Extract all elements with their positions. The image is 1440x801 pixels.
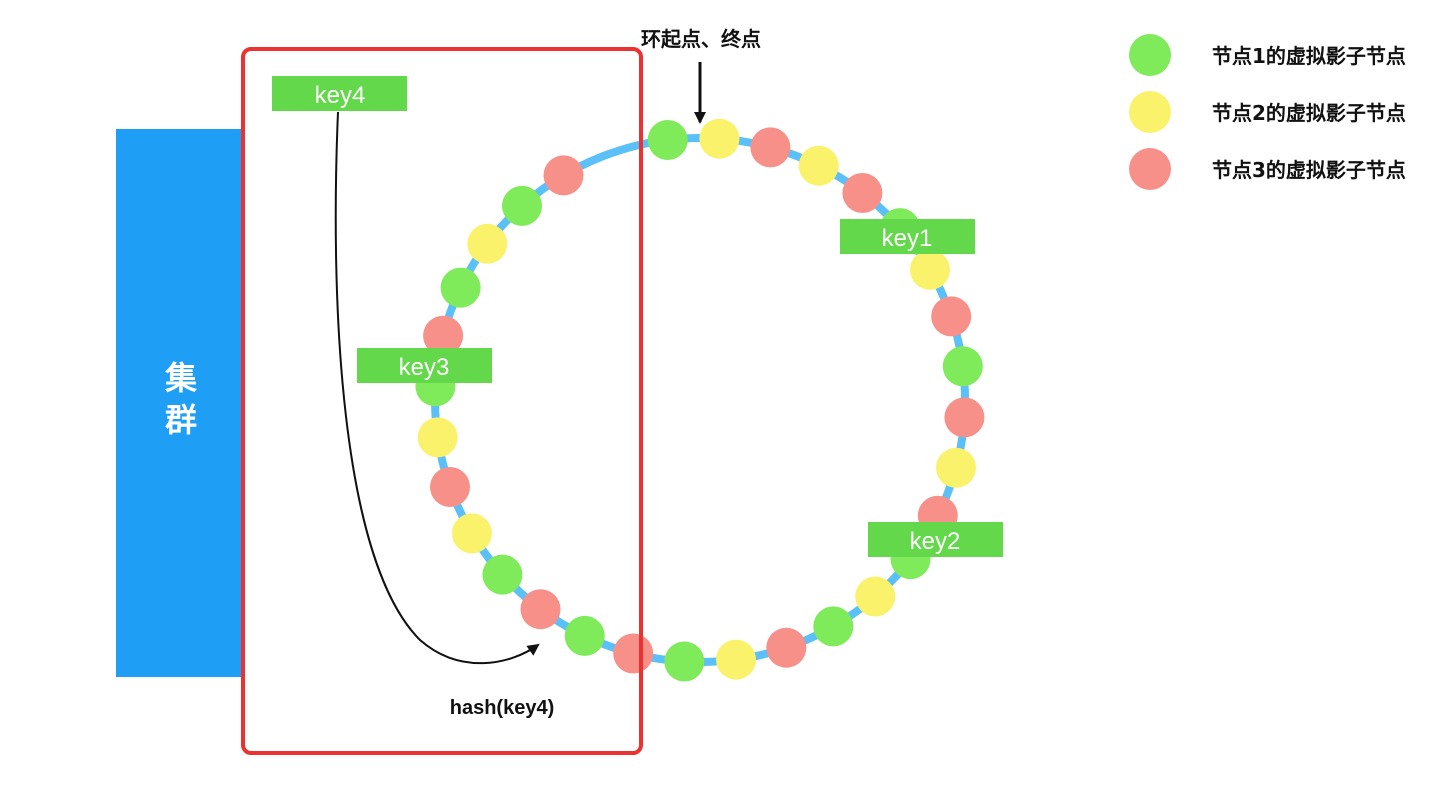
virtual-node-3-15 — [766, 627, 807, 668]
virtual-node-3-4 — [842, 173, 883, 213]
virtual-node-2-6 — [910, 249, 950, 290]
key-label-key1: key1 — [840, 219, 975, 254]
key-label-key4: key4 — [272, 76, 407, 111]
virtual-node-1-14 — [813, 606, 854, 647]
virtual-node-1-21 — [482, 554, 523, 595]
virtual-node-2-13 — [855, 576, 896, 617]
virtual-node-3-20 — [520, 589, 561, 630]
virtual-node-3-7 — [931, 296, 972, 337]
hash-label: hash(key4) — [450, 697, 555, 719]
legend-label-node3: 节点3的虚拟影子节点 — [1212, 158, 1406, 182]
virtual-node-2-24 — [417, 417, 458, 458]
cluster-bar — [116, 129, 242, 677]
virtual-node-1-0 — [647, 120, 688, 160]
legend-swatch-node2 — [1129, 91, 1171, 133]
svg-text:key4: key4 — [315, 82, 366, 109]
virtual-node-1-17 — [664, 641, 705, 682]
virtual-node-2-22 — [451, 513, 492, 554]
ring-start-label: 环起点、终点 — [641, 27, 761, 51]
virtual-node-3-30 — [543, 155, 584, 196]
highlight-box — [241, 47, 643, 755]
svg-text:key1: key1 — [882, 225, 933, 252]
svg-text:key3: key3 — [399, 354, 450, 381]
key-label-key3: key3 — [357, 348, 492, 383]
virtual-node-3-9 — [944, 397, 985, 438]
virtual-node-2-28 — [467, 223, 508, 264]
virtual-node-3-26 — [423, 315, 464, 356]
virtual-node-2-16 — [716, 639, 756, 680]
virtual-node-3-23 — [430, 467, 470, 507]
hash-mapping-arrow — [334, 111, 540, 665]
virtual-node-1-27 — [440, 267, 481, 308]
virtual-nodes — [415, 118, 985, 682]
key-label-key2: key2 — [868, 522, 1003, 557]
virtual-node-2-10 — [936, 447, 976, 488]
virtual-node-2-1 — [699, 118, 740, 159]
virtual-node-1-8 — [942, 346, 983, 387]
virtual-node-1-29 — [502, 185, 542, 226]
svg-text:key2: key2 — [910, 528, 961, 555]
legend-label-node1: 节点1的虚拟影子节点 — [1212, 44, 1406, 68]
legend: 节点1的虚拟影子节点 节点2的虚拟影子节点 节点3的虚拟影子节点 — [1129, 34, 1406, 190]
virtual-node-1-19 — [564, 615, 605, 656]
virtual-node-3-18 — [613, 633, 654, 674]
legend-swatch-node3 — [1129, 148, 1171, 190]
legend-swatch-node1 — [1129, 34, 1171, 76]
virtual-node-3-2 — [750, 127, 791, 168]
virtual-node-2-3 — [798, 145, 839, 186]
legend-label-node2: 节点2的虚拟影子节点 — [1212, 101, 1406, 125]
